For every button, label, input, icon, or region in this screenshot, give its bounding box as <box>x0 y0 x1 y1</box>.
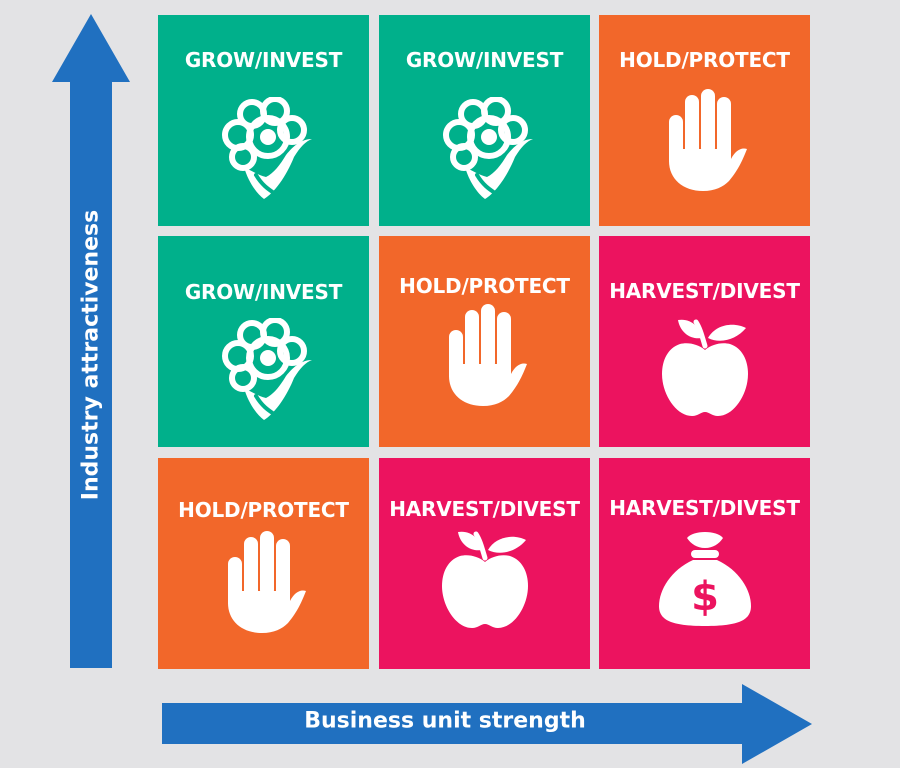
y-axis-arrow <box>52 14 130 668</box>
cell-label: GROW/INVEST <box>184 280 343 304</box>
apple-icon <box>661 316 748 420</box>
cell-label: GROW/INVEST <box>184 48 343 72</box>
cell-label: HARVEST/DIVEST <box>609 496 800 520</box>
grid-cell-r2-c1: GROW/INVEST <box>158 236 369 447</box>
grid-cell-r3-c1: HOLD/PROTECT <box>158 458 369 669</box>
y-axis-label: Industry attractiveness <box>78 209 104 501</box>
y-axis-arrow-shape <box>52 14 130 668</box>
x-axis-label: Business unit strength <box>304 708 586 734</box>
x-axis-arrow-shape <box>162 684 812 764</box>
x-axis-arrow <box>162 684 812 764</box>
broccoli-icon <box>435 96 535 205</box>
grid-cell-r1-c1: GROW/INVEST <box>158 15 369 226</box>
grid-cell-r3-c2: HARVEST/DIVEST <box>379 458 590 669</box>
cell-label: GROW/INVEST <box>405 48 564 72</box>
money-bag-icon: $ <box>658 530 751 630</box>
grid-cell-r2-c3: HARVEST/DIVEST <box>599 236 810 447</box>
grid-cell-r3-c3: HARVEST/DIVEST $ <box>599 458 810 669</box>
hand-icon <box>663 89 747 195</box>
broccoli-icon <box>214 317 314 426</box>
hand-icon <box>443 304 527 410</box>
cell-label: HOLD/PROTECT <box>399 274 570 298</box>
cell-label: HARVEST/DIVEST <box>609 279 800 303</box>
cell-label: HOLD/PROTECT <box>619 48 790 72</box>
cell-label: HOLD/PROTECT <box>178 498 349 522</box>
apple-icon <box>441 528 528 632</box>
cell-label: HARVEST/DIVEST <box>389 497 580 521</box>
grid-cell-r1-c3: HOLD/PROTECT <box>599 15 810 226</box>
broccoli-icon <box>214 96 314 205</box>
grid-cell-r1-c2: GROW/INVEST <box>379 15 590 226</box>
svg-text:$: $ <box>691 574 719 620</box>
grid-cell-r2-c2: HOLD/PROTECT <box>379 236 590 447</box>
hand-icon <box>222 531 306 637</box>
